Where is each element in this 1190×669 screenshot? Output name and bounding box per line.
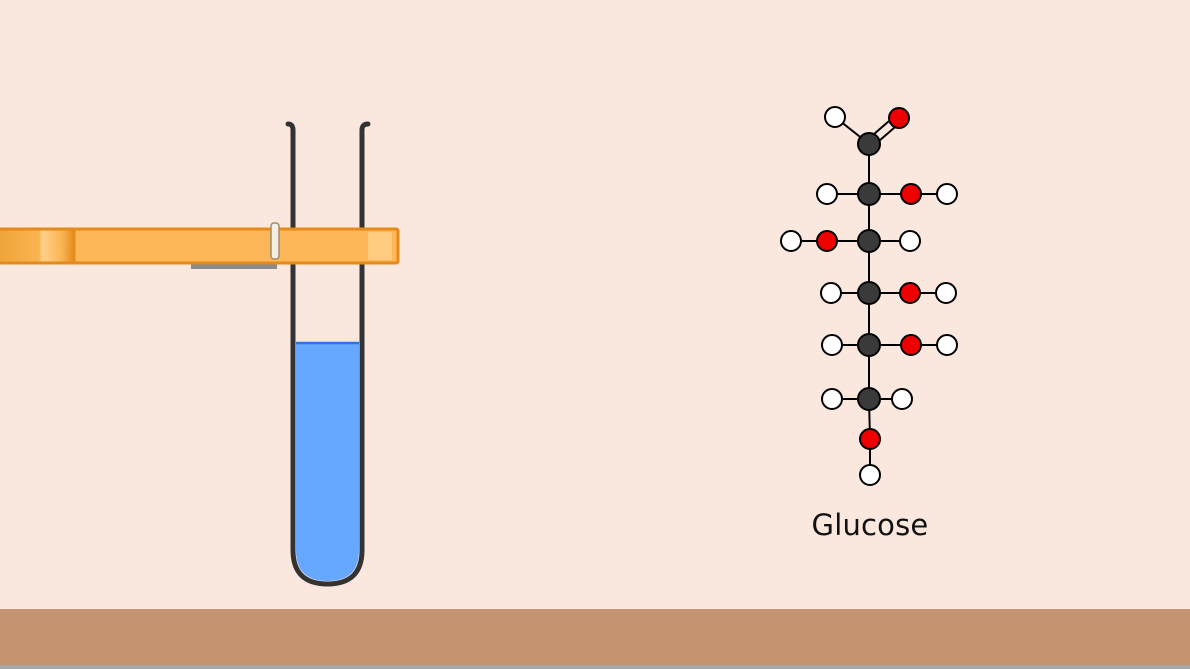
clamp-rod [0,227,76,265]
atom-carbon [857,182,881,206]
atom-carbon [857,281,881,305]
molecule-name-label: Glucose [811,508,929,542]
atom-carbon [857,387,881,411]
atom-carbon [857,333,881,357]
molecule-atoms [780,106,958,486]
atom-hydrogen [936,334,958,356]
atom-hydrogen [935,282,957,304]
test-tube[interactable] [285,121,371,587]
atom-oxygen [899,282,921,304]
atom-oxygen [859,428,881,450]
test-tube-icon [285,121,371,587]
tube-liquid [296,343,359,581]
atom-hydrogen [936,183,958,205]
clamp-bracket [191,262,277,269]
atom-hydrogen [821,388,843,410]
clamp[interactable] [0,222,400,269]
atom-carbon [857,229,881,253]
atom-oxygen [888,107,910,129]
clamp-pin [270,222,280,260]
atom-hydrogen [780,230,802,252]
lab-bench-edge [0,665,1190,669]
lab-bench [0,609,1190,669]
atom-hydrogen [820,282,842,304]
clamp-highlight [368,232,392,260]
atom-hydrogen [891,388,913,410]
atom-hydrogen [816,183,838,205]
atom-oxygen [900,183,922,205]
molecule-model-icon[interactable] [780,106,958,486]
atom-hydrogen [824,106,846,128]
atom-hydrogen [859,464,881,486]
atom-carbon [857,132,881,156]
atom-oxygen [816,230,838,252]
atom-oxygen [900,334,922,356]
clamp-arm-icon [72,227,400,265]
atom-hydrogen [821,334,843,356]
atom-hydrogen [899,230,921,252]
